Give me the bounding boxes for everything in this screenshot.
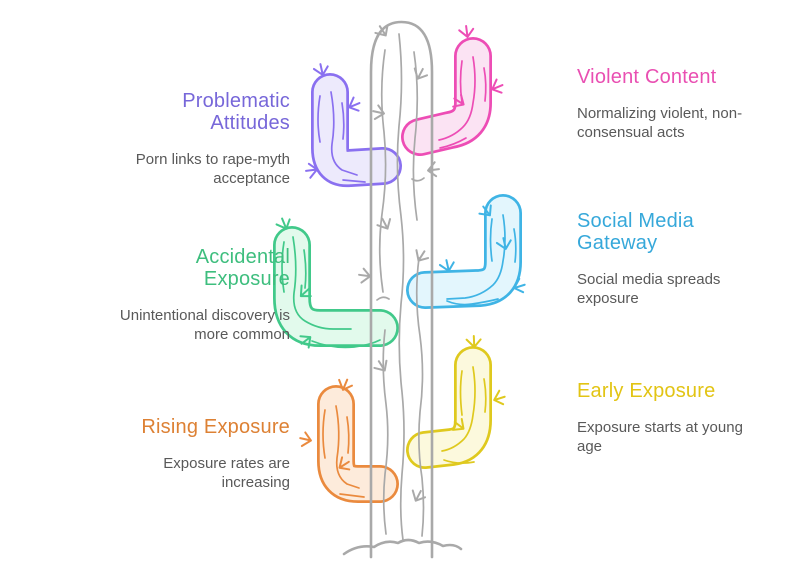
cactus-arm-accidental-exposure [273, 214, 399, 351]
cactus-arm-detail-lines [441, 334, 508, 464]
item-accidental-exposure: Accidental Exposure Unintentional discov… [40, 246, 290, 344]
item-title: Accidental Exposure [195, 246, 290, 290]
ground-line [342, 538, 463, 556]
item-social-media-gateway: Social Media Gateway Social media spread… [577, 210, 777, 308]
item-description: Exposure starts at young age [577, 419, 743, 455]
item-problematic-attitudes: Problematic Attitudes Porn links to rape… [40, 90, 290, 188]
cactus-arm-rising-exposure [297, 376, 399, 503]
item-title: Violent Content [577, 66, 717, 88]
item-description: Exposure rates are increasing [163, 455, 290, 491]
item-description: Social media spreads exposure [577, 271, 721, 307]
cactus-arm-problematic-attitudes [303, 61, 402, 188]
item-rising-exposure: Rising Exposure Exposure rates are incre… [40, 416, 290, 492]
cactus-arm-early-exposure [406, 334, 508, 469]
cactus-arm-detail-lines [438, 23, 507, 149]
item-title: Early Exposure [577, 380, 716, 402]
item-description: Unintentional discovery is more common [119, 307, 290, 343]
cactus-arm-violent-content [401, 23, 507, 156]
item-title: Social Media Gateway [577, 210, 694, 254]
item-description: Porn links to rape-myth acceptance [135, 151, 290, 187]
cactus-arm-social-media-gateway [406, 194, 528, 309]
cactus-arm-detail-lines [303, 61, 366, 183]
item-title: Rising Exposure [141, 416, 290, 438]
cactus-trunk [357, 20, 442, 559]
item-early-exposure: Early Exposure Exposure starts at young … [577, 380, 777, 456]
cactus-arm-detail-lines [438, 201, 528, 306]
item-violent-content: Violent Content Normalizing violent, non… [577, 66, 777, 142]
cactus-arm-detail-lines [297, 376, 365, 498]
item-title: Problematic Attitudes [182, 90, 290, 134]
cactus-trunk-detail-lines [357, 21, 442, 541]
cactus-arm-detail-lines [274, 214, 381, 351]
item-description: Normalizing violent, non- consensual act… [577, 105, 743, 141]
